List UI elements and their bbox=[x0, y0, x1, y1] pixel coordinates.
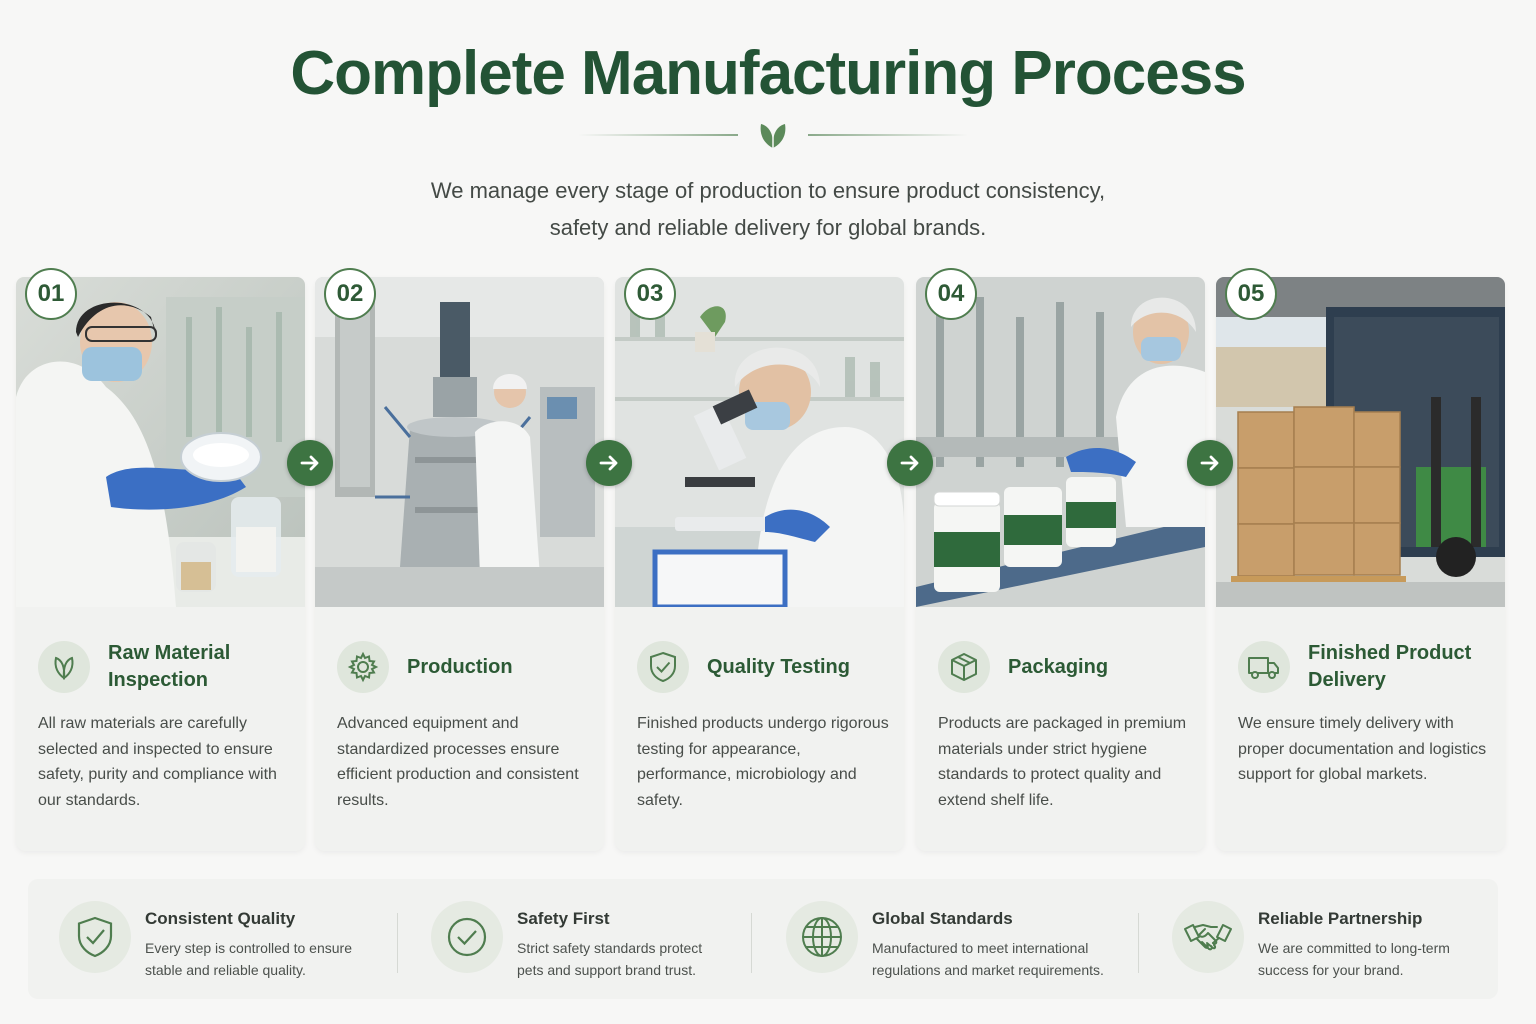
step-number-badge: 04 bbox=[925, 268, 977, 320]
page-subtitle: We manage every stage of production to e… bbox=[430, 178, 1106, 240]
feature-title: Global Standards bbox=[872, 909, 1013, 928]
step-number-badge: 02 bbox=[324, 268, 376, 320]
step-number-badge: 01 bbox=[25, 268, 77, 320]
step-card-production: 02 bbox=[315, 268, 604, 851]
feature-safety-first: Safety First Strict safety standards pro… bbox=[431, 901, 777, 978]
shield-check-icon bbox=[637, 641, 689, 693]
feature-consistent-quality: Consistent Quality Every step is control… bbox=[59, 901, 405, 978]
step-card-raw-material-inspection: 01 bbox=[16, 268, 305, 851]
truck-icon bbox=[1238, 641, 1290, 693]
gear-icon bbox=[337, 641, 389, 693]
step-title: Quality Testing bbox=[707, 655, 850, 678]
step-title: Production bbox=[407, 655, 513, 678]
title-divider bbox=[578, 120, 968, 150]
shield-check-icon bbox=[59, 901, 131, 973]
step-description: Finished products undergo rigorous testi… bbox=[637, 715, 889, 809]
step-heading: Quality Testing bbox=[637, 639, 897, 695]
step-photo-microscope-testing bbox=[615, 277, 904, 607]
step-photo-delivery-truck bbox=[1216, 277, 1505, 607]
box-icon bbox=[938, 641, 990, 693]
feature-title: Reliable Partnership bbox=[1258, 909, 1423, 928]
step-description: All raw materials are carefully selected… bbox=[38, 715, 277, 809]
globe-icon bbox=[786, 901, 858, 973]
feature-divider bbox=[1138, 913, 1139, 973]
step-title: Packaging bbox=[1008, 655, 1109, 678]
step-card-packaging: 04 bbox=[916, 268, 1205, 851]
step-description: Advanced equipment and standardized proc… bbox=[337, 715, 579, 809]
feature-title: Safety First bbox=[517, 909, 610, 928]
leaf-icon bbox=[738, 120, 808, 150]
feature-divider bbox=[397, 913, 398, 973]
feature-reliable-partnership: Reliable Partnership We are committed to… bbox=[1172, 901, 1518, 978]
step-description: We ensure timely delivery with proper do… bbox=[1238, 715, 1487, 784]
step-heading: Production bbox=[337, 639, 597, 695]
leaf-icon bbox=[38, 641, 90, 693]
feature-global-standards: Global Standards Manufactured to meet in… bbox=[786, 901, 1132, 978]
step-photo-production-equipment bbox=[315, 277, 604, 607]
step-photo-packaging-line bbox=[916, 277, 1205, 607]
step-number-badge: 05 bbox=[1225, 268, 1277, 320]
step-description: Products are packaged in premium materia… bbox=[938, 715, 1187, 809]
check-circle-icon bbox=[431, 901, 503, 973]
feature-title: Consistent Quality bbox=[145, 909, 296, 928]
feature-divider bbox=[751, 913, 752, 973]
features-bar: Consistent Quality Every step is control… bbox=[28, 879, 1498, 999]
arrow-right-icon bbox=[586, 440, 632, 486]
arrow-right-icon bbox=[887, 440, 933, 486]
handshake-icon bbox=[1172, 901, 1244, 973]
step-heading: Packaging bbox=[938, 639, 1198, 695]
page-title: Complete Manufacturing Process bbox=[290, 39, 1246, 108]
process-steps: 01 bbox=[16, 268, 1507, 851]
step-number-badge: 03 bbox=[624, 268, 676, 320]
step-card-quality-testing: 03 bbox=[615, 268, 904, 851]
step-card-finished-product-delivery: 05 bbox=[1216, 268, 1505, 851]
arrow-right-icon bbox=[287, 440, 333, 486]
step-photo-lab-inspection bbox=[16, 277, 305, 607]
arrow-right-icon bbox=[1187, 440, 1233, 486]
